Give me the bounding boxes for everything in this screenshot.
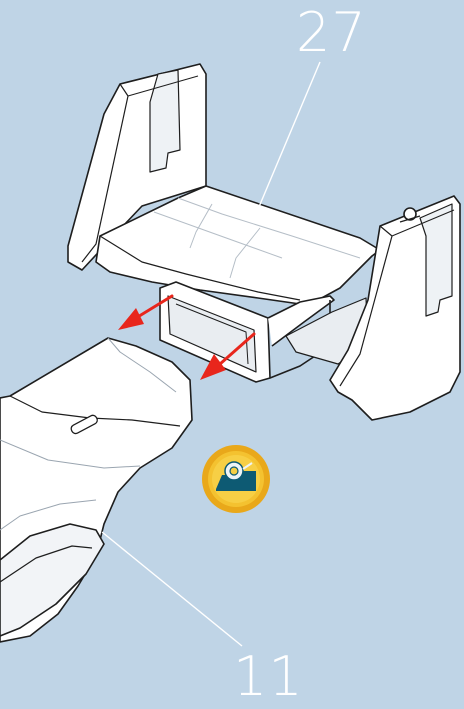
callout-number-27: 27 [296, 6, 367, 60]
arrow-left-head [118, 308, 144, 330]
callout-number-11: 11 [233, 650, 304, 704]
part-11-body [0, 338, 192, 642]
leader-line-27 [256, 62, 320, 214]
tape-dispenser-icon [202, 445, 270, 513]
leader-line-11 [102, 532, 242, 646]
